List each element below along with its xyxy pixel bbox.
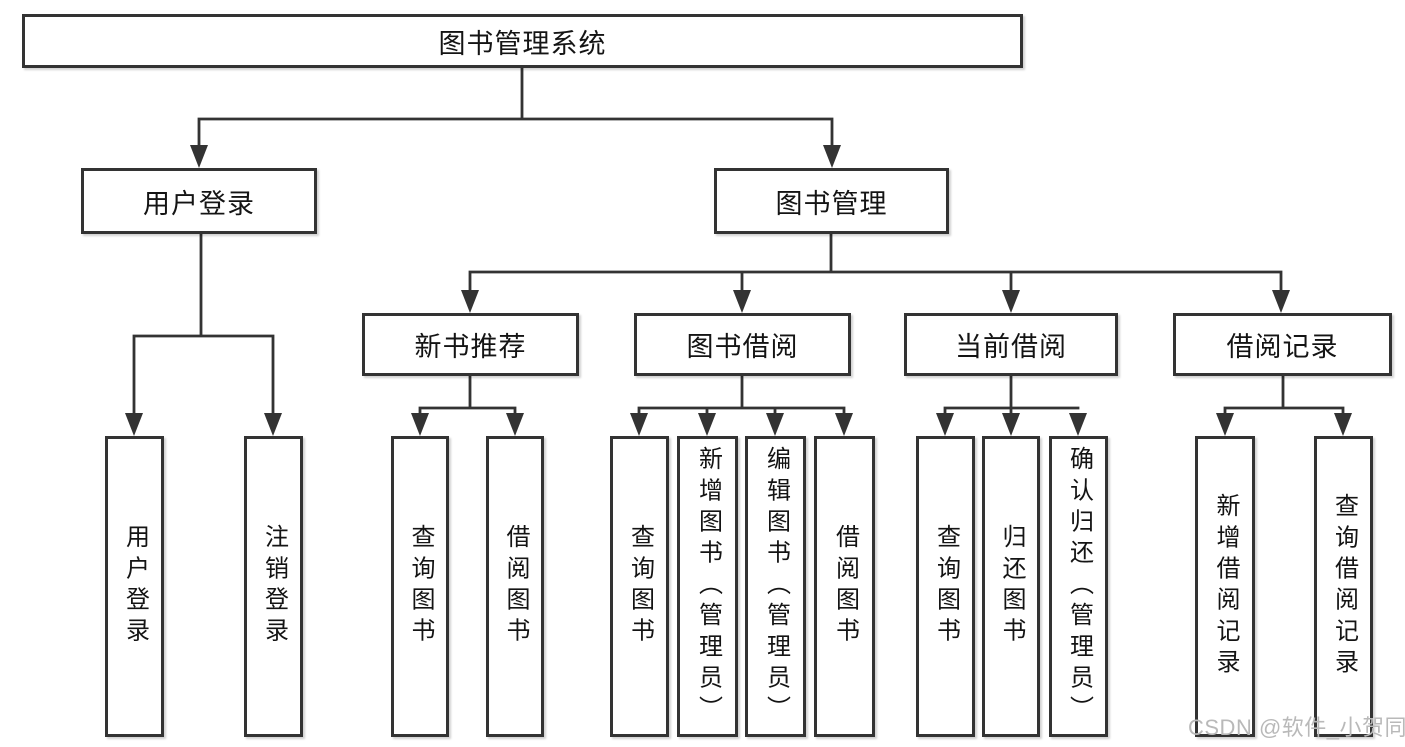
node-borrow-books-borrowing-label: 借阅图书 <box>831 524 859 649</box>
node-logout: 注销登录 <box>244 436 303 737</box>
node-borrow-books-recommend-label: 借阅图书 <box>502 524 529 649</box>
node-borrowing-records: 借阅记录 <box>1173 313 1392 376</box>
node-borrow-books-borrowing: 借阅图书 <box>814 436 875 737</box>
node-user-login-label: 用户登录 <box>121 524 149 649</box>
csdn-watermark: CSDN @软件_小贺同学 <box>1188 715 1405 740</box>
node-edit-book-admin-label: 编辑图书（管理员） <box>762 446 790 727</box>
node-query-books-current: 查询图书 <box>916 436 975 737</box>
node-library-system: 图书管理系统 <box>22 14 1023 68</box>
node-new-book-recommend: 新书推荐 <box>362 313 579 376</box>
node-query-books-recommend-label: 查询图书 <box>407 524 434 649</box>
node-query-books-borrowing: 查询图书 <box>610 436 669 737</box>
node-add-borrow-record-label: 新增借阅记录 <box>1212 492 1239 681</box>
node-user-login: 用户登录 <box>105 436 164 737</box>
node-book-management-label: 图书管理 <box>775 188 888 219</box>
node-book-management: 图书管理 <box>714 168 949 234</box>
node-query-books-current-label: 查询图书 <box>932 524 960 649</box>
node-current-borrowing: 当前借阅 <box>904 313 1118 376</box>
node-add-book-admin-label: 新增图书（管理员） <box>694 446 722 727</box>
node-query-borrow-record-label: 查询借阅记录 <box>1330 492 1358 681</box>
node-book-borrowing: 图书借阅 <box>634 313 851 376</box>
node-confirm-return-admin-label: 确认归还（管理员） <box>1065 446 1093 727</box>
node-query-borrow-record: 查询借阅记录 <box>1314 436 1373 737</box>
node-new-book-recommend-label: 新书推荐 <box>414 332 527 362</box>
node-user-login-branch: 用户登录 <box>81 168 317 234</box>
node-current-borrowing-label: 当前借阅 <box>955 332 1067 362</box>
node-query-books-recommend: 查询图书 <box>391 436 449 737</box>
node-add-book-admin: 新增图书（管理员） <box>677 436 738 737</box>
node-logout-label: 注销登录 <box>260 524 288 649</box>
node-book-borrowing-label: 图书借阅 <box>686 332 799 362</box>
node-confirm-return-admin: 确认归还（管理员） <box>1049 436 1108 737</box>
node-borrowing-records-label: 借阅记录 <box>1226 332 1339 362</box>
node-library-system-label: 图书管理系统 <box>438 28 607 59</box>
node-borrow-books-recommend: 借阅图书 <box>486 436 544 737</box>
node-return-book: 归还图书 <box>982 436 1040 737</box>
node-query-books-borrowing-label: 查询图书 <box>626 524 654 649</box>
node-edit-book-admin: 编辑图书（管理员） <box>745 436 806 737</box>
node-return-book-label: 归还图书 <box>998 524 1025 649</box>
node-user-login-branch-label: 用户登录 <box>143 188 255 219</box>
node-add-borrow-record: 新增借阅记录 <box>1195 436 1255 737</box>
